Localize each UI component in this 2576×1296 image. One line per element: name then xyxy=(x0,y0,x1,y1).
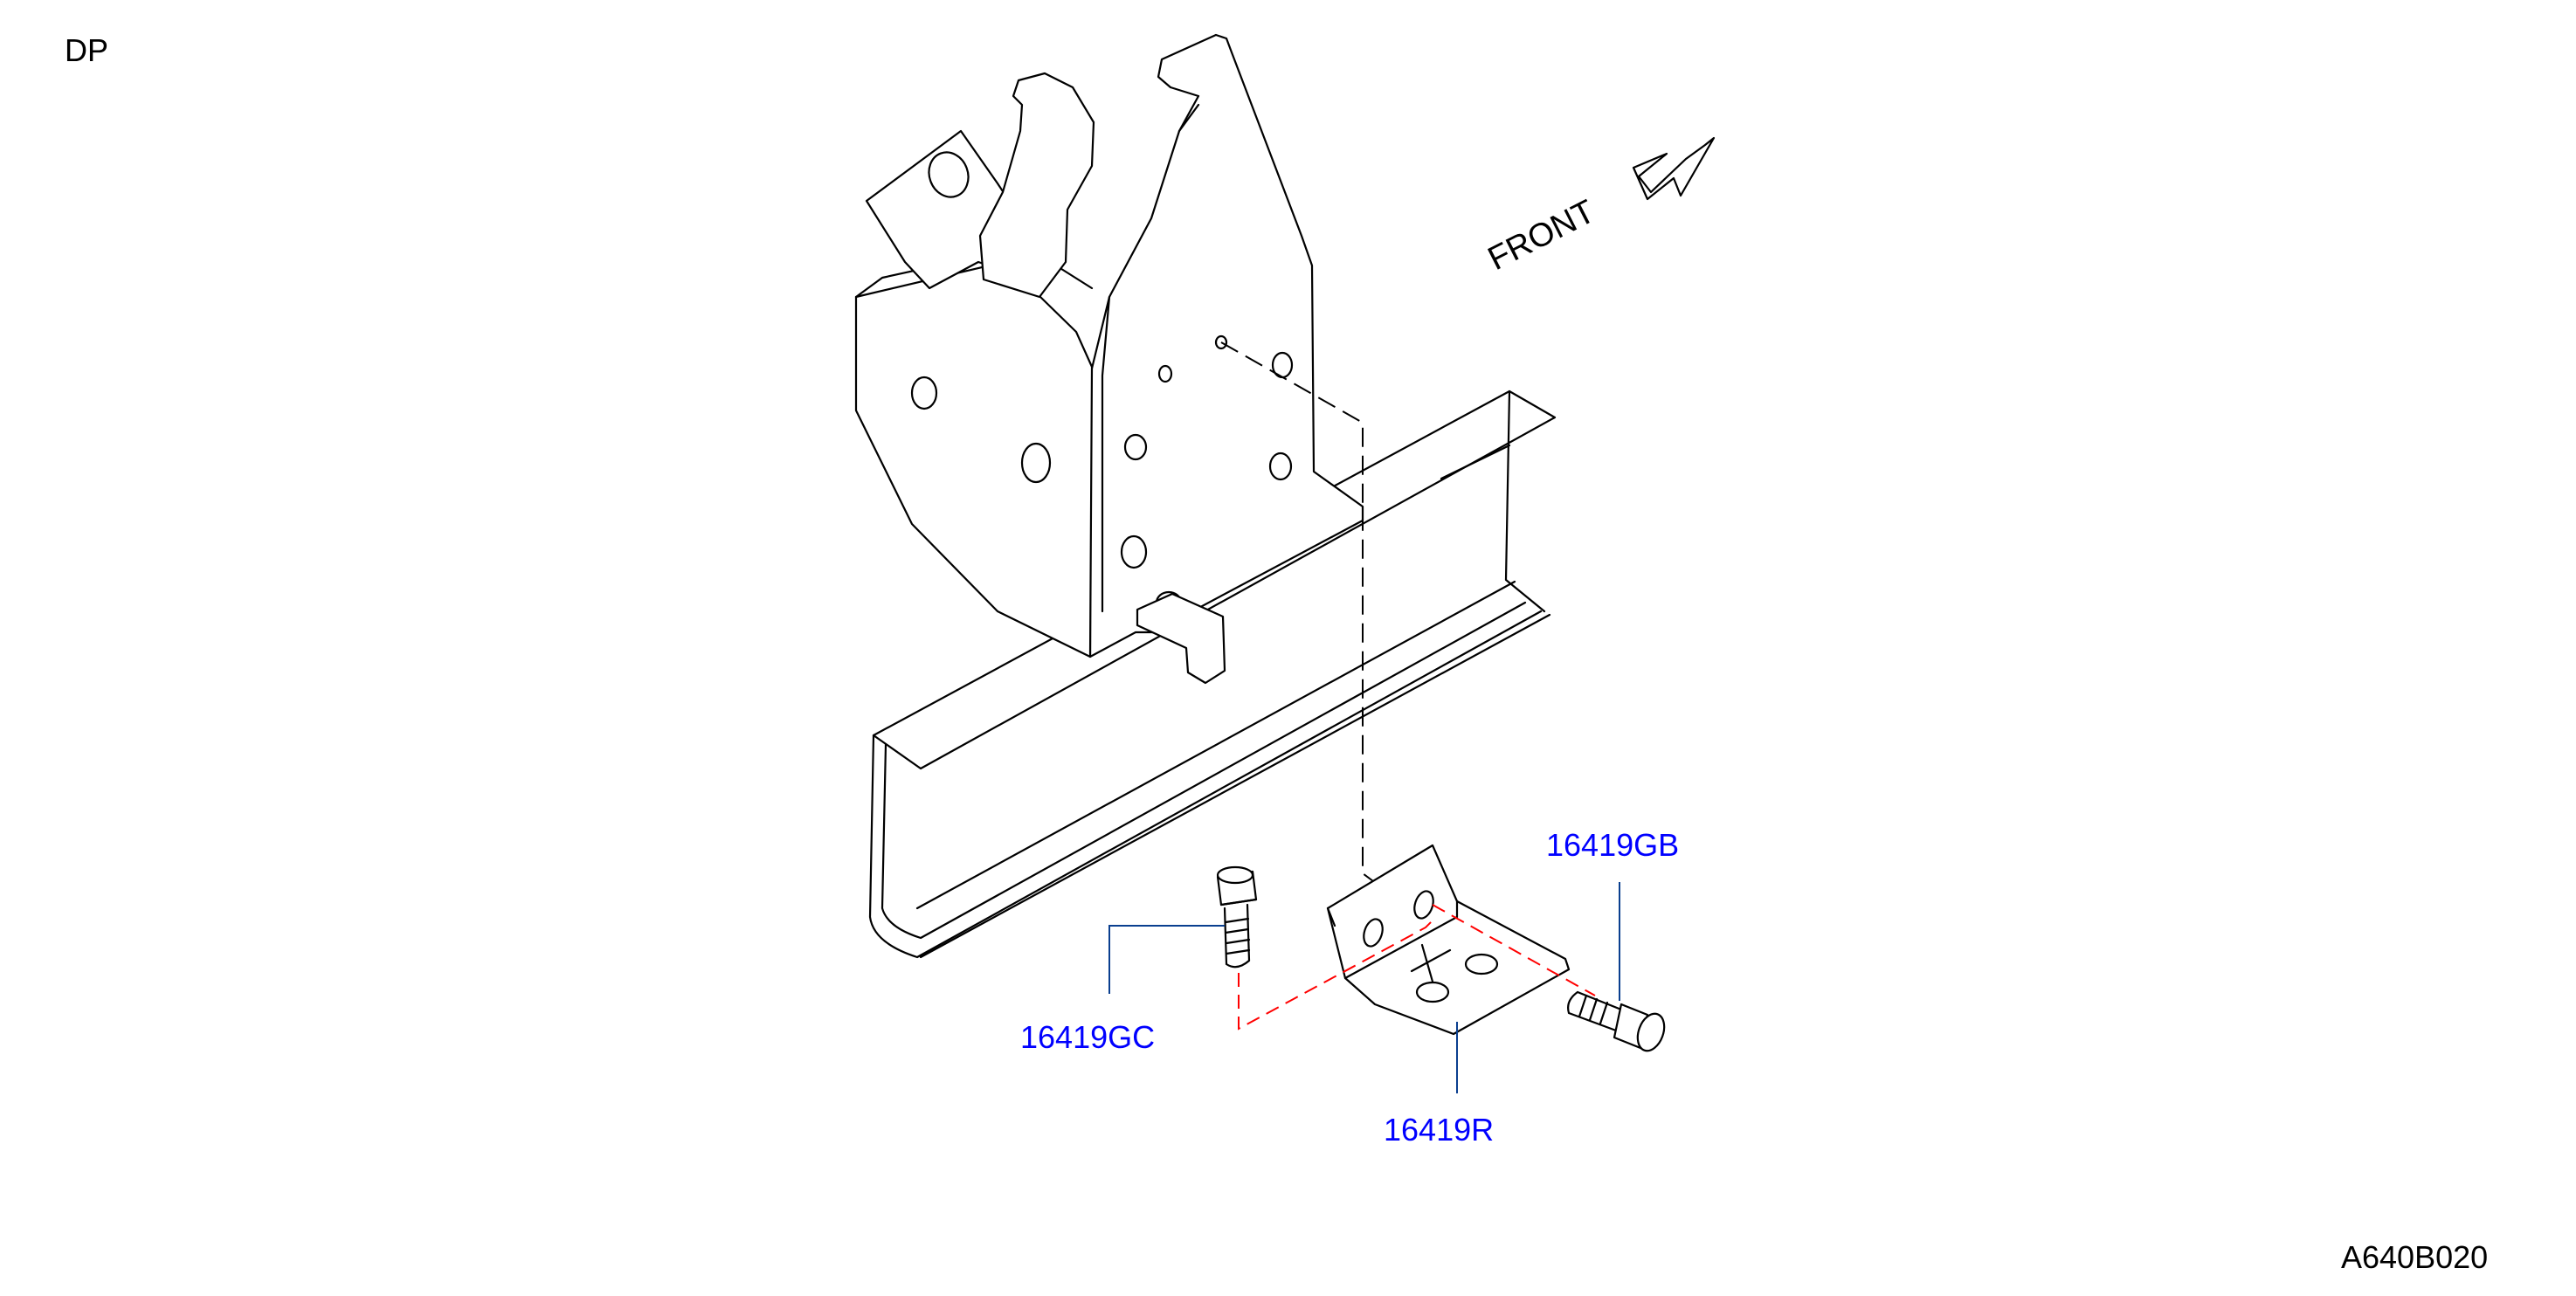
bolt-16419GB-thread xyxy=(1578,994,1609,1025)
bracket-hole xyxy=(928,151,970,198)
bracket-16419R-bend xyxy=(1326,900,1459,980)
left-bracket xyxy=(854,260,1094,658)
bracket-16419R-hole xyxy=(1363,918,1384,948)
front-label: FRONT xyxy=(1482,193,1601,278)
frame-assembly xyxy=(854,33,1557,959)
bracket-16419R-slot xyxy=(1410,943,1452,983)
main-bracket-inner-edge xyxy=(1101,103,1200,613)
bracket-16419R-hole xyxy=(1413,890,1434,920)
bolt-16419GC-shank xyxy=(1219,898,1258,969)
bracket-hole xyxy=(1214,334,1228,350)
bracket-16419R-hole xyxy=(1464,953,1499,975)
bracket-16419R xyxy=(1326,844,1571,1036)
callout-16419R[interactable]: 16419R xyxy=(1384,1112,1494,1148)
frame-rail-web xyxy=(868,610,1543,959)
frame-clip xyxy=(1136,592,1226,685)
bolt-16419GC-head-top xyxy=(1216,865,1254,885)
bracket-hole xyxy=(1268,452,1293,481)
bracket-hole xyxy=(910,376,938,410)
callout-16419GB[interactable]: 16419GB xyxy=(1546,827,1679,863)
alignment-guide-gc xyxy=(1238,916,1437,1031)
bracket-hole xyxy=(1157,364,1173,383)
bolt-16419GC xyxy=(1216,865,1258,969)
bracket-hole xyxy=(1120,534,1148,569)
bracket-16419R-body xyxy=(1326,844,1571,1036)
bolt-16419GB-shank xyxy=(1567,990,1623,1032)
bolt-16419GC-thread xyxy=(1224,917,1251,955)
frame-rail-lower-flange xyxy=(915,580,1551,959)
bolt-16419GB xyxy=(1567,990,1666,1052)
frame-rail-end-cut xyxy=(1440,389,1546,613)
corner-label: DP xyxy=(65,32,108,68)
alignment-guide-gb xyxy=(1432,904,1596,996)
callout-16419GC[interactable]: 16419GC xyxy=(1020,1019,1155,1055)
front-indicator: FRONT xyxy=(1482,136,1716,278)
leader-16419GC xyxy=(1108,925,1225,994)
upper-ear-hook xyxy=(978,72,1095,299)
frame-rail-inner-edge xyxy=(881,601,1527,940)
bolt-16419GB-head-face xyxy=(1636,1012,1666,1052)
install-guide-line xyxy=(1220,341,1378,885)
bracket-hole xyxy=(1020,442,1052,484)
front-direction-arrow-icon xyxy=(1632,136,1716,201)
bracket-hole xyxy=(1123,433,1148,461)
figure-code: A640B020 xyxy=(2341,1239,2488,1275)
